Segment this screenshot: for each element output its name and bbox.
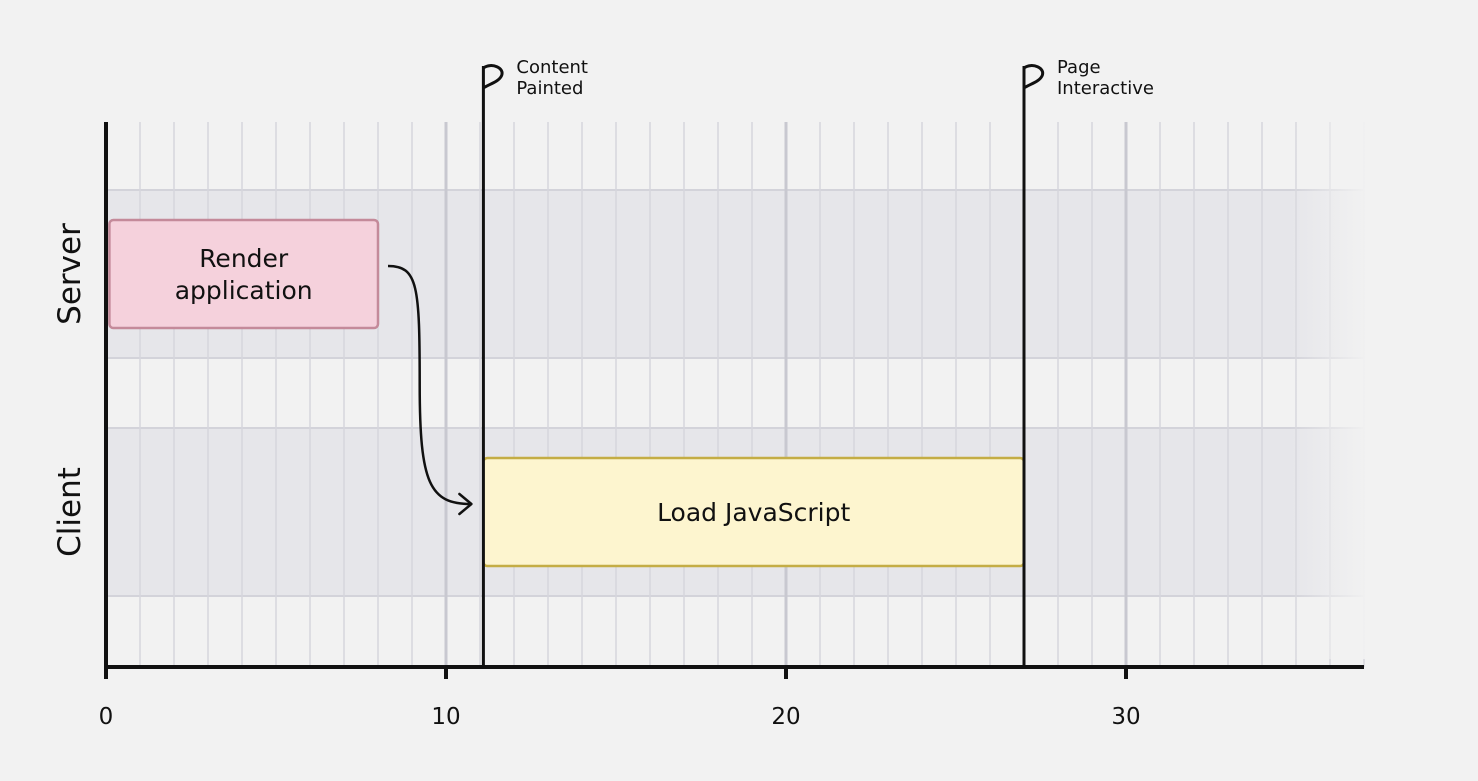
axes: 0 10 20 30	[99, 122, 1364, 730]
task-label: application	[175, 276, 313, 305]
x-tick-label: 20	[771, 704, 800, 730]
task-label: Render	[199, 244, 289, 273]
dependency-arrows	[387, 264, 473, 516]
arrow-head	[458, 492, 473, 516]
lane-label-client: Client	[52, 467, 88, 557]
x-tick-label: 10	[431, 704, 460, 730]
x-tick-label: 0	[99, 704, 114, 730]
task-bar	[108, 218, 380, 330]
milestone-flag-icon	[482, 64, 504, 90]
milestone-label: Interactive	[1057, 78, 1154, 99]
task-label: Load JavaScript	[657, 498, 850, 527]
dependency-arrow	[387, 264, 472, 506]
x-tick-label: 30	[1111, 704, 1140, 730]
milestone-label: Painted	[516, 78, 583, 99]
right-fade	[1290, 120, 1370, 659]
milestone-flag-icon	[1023, 64, 1045, 90]
milestone-label: Content	[516, 57, 588, 78]
lane-label-server: Server	[52, 223, 88, 325]
milestone-label: Page	[1057, 57, 1101, 78]
fade-overlay	[1290, 120, 1370, 659]
